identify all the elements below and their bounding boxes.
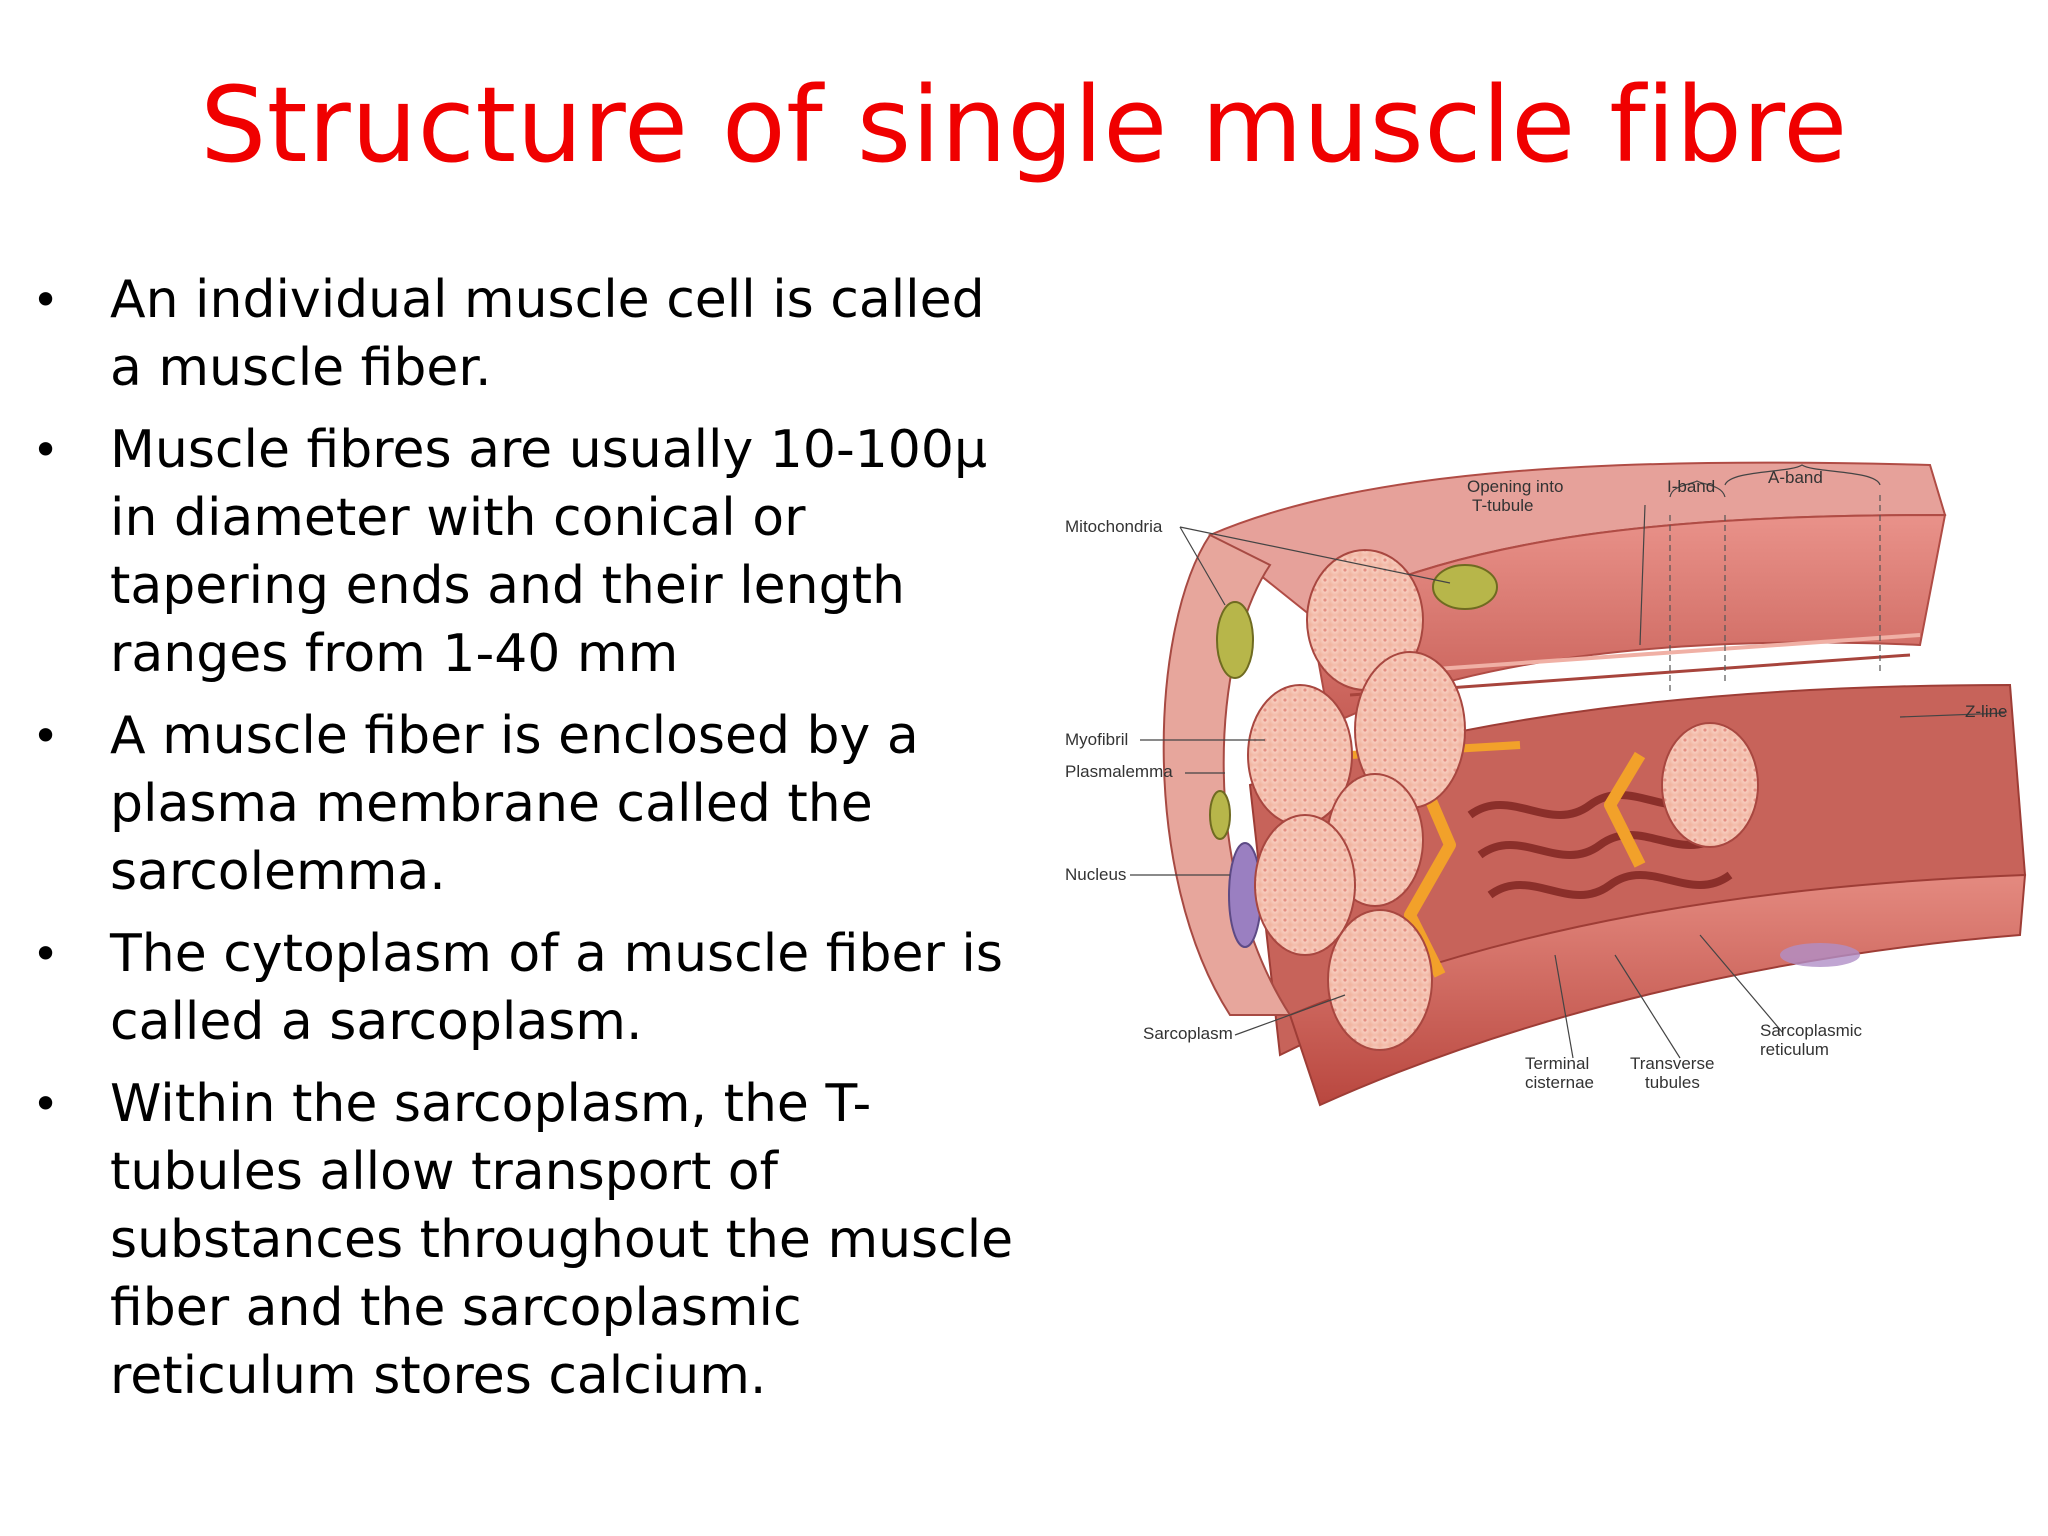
bullet-dot-icon: •: [32, 709, 60, 763]
muscle-fibre-illustration: Mitochondria Opening into T-tubule I-ban…: [1065, 461, 2027, 1107]
label-terminal-cisternae-1: Terminal: [1525, 1054, 1589, 1073]
bullet-item: • Muscle fibres are usually 10-100μ in d…: [30, 416, 1030, 688]
slide-title: Structure of single muscle fibre: [200, 64, 1848, 186]
label-i-band: I-band: [1667, 477, 1715, 496]
bullet-text: A muscle fiber is enclosed by a plasma m…: [110, 706, 919, 902]
label-nucleus: Nucleus: [1065, 865, 1126, 884]
bullet-dot-icon: •: [32, 423, 60, 477]
diagram-labels: Mitochondria Opening into T-tubule I-ban…: [1065, 468, 2008, 1092]
muscle-fibre-diagram: Mitochondria Opening into T-tubule I-ban…: [1050, 455, 2030, 1115]
bullet-text: The cytoplasm of a muscle fiber is calle…: [110, 924, 1003, 1052]
label-transverse-tubules-2: tubules: [1645, 1073, 1700, 1092]
label-transverse-tubules-1: Transverse: [1630, 1054, 1714, 1073]
label-opening-t-tubule-1: Opening into: [1467, 477, 1563, 496]
bullet-text: An individual muscle cell is called a mu…: [110, 270, 985, 398]
band-markers: [1669, 464, 1881, 695]
bullet-dot-icon: •: [32, 927, 60, 981]
bullet-dot-icon: •: [32, 273, 60, 327]
bullet-dot-icon: •: [32, 1077, 60, 1131]
bullet-text: Within the sarcoplasm, the T-tubules all…: [110, 1074, 1014, 1406]
label-z-line: Z-line: [1965, 702, 2008, 721]
label-sarcoplasmic-reticulum-1: Sarcoplasmic: [1760, 1021, 1863, 1040]
label-plasmalemma: Plasmalemma: [1065, 762, 1173, 781]
label-sarcoplasm: Sarcoplasm: [1143, 1024, 1233, 1043]
mitochondria-group: [1209, 564, 1498, 840]
bullet-item: • A muscle fiber is enclosed by a plasma…: [30, 702, 1030, 906]
label-sarcoplasmic-reticulum-2: reticulum: [1760, 1040, 1829, 1059]
bullet-text: Muscle fibres are usually 10-100μ in dia…: [110, 420, 988, 684]
label-a-band: A-band: [1768, 468, 1823, 487]
bullet-item: • The cytoplasm of a muscle fiber is cal…: [30, 920, 1030, 1056]
label-leader-lines: [1130, 504, 2006, 1059]
label-terminal-cisternae-2: cisternae: [1525, 1073, 1594, 1092]
label-mitochondria: Mitochondria: [1065, 517, 1163, 536]
label-myofibril: Myofibril: [1065, 730, 1128, 749]
label-opening-t-tubule-2: T-tubule: [1472, 496, 1533, 515]
bullet-item: • An individual muscle cell is called a …: [30, 266, 1030, 402]
myofibril-bundle: [1247, 549, 1466, 1051]
bullet-list: • An individual muscle cell is called a …: [30, 266, 1030, 1424]
bullet-item: • Within the sarcoplasm, the T-tubules a…: [30, 1070, 1030, 1410]
